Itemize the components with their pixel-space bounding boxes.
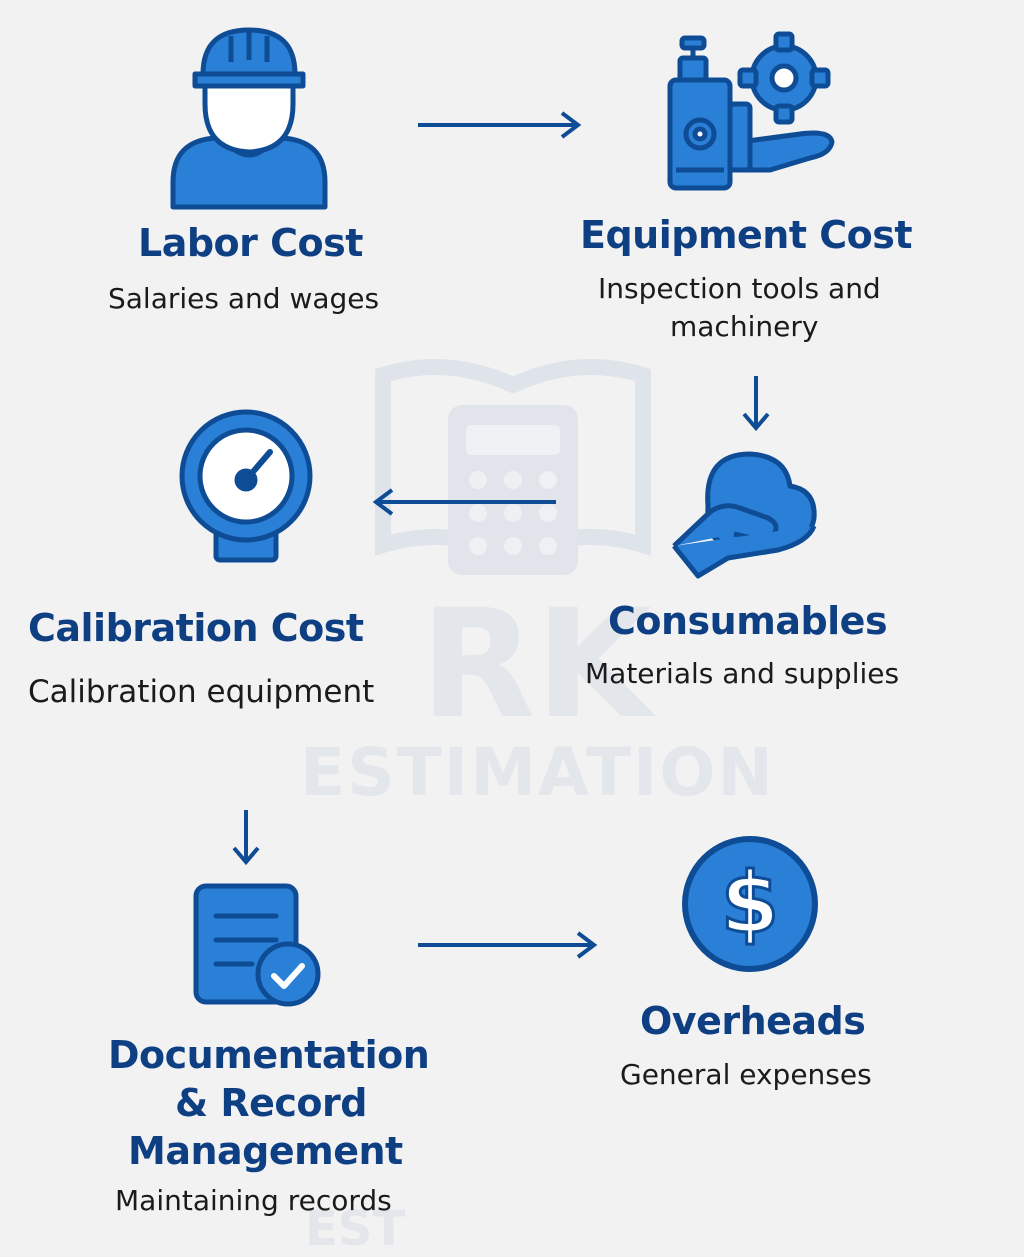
overheads-desc: General expenses bbox=[620, 1058, 872, 1091]
consumables-title: Consumables bbox=[608, 599, 888, 643]
consumables-desc: Materials and supplies bbox=[585, 657, 900, 690]
document-check-icon bbox=[193, 883, 321, 1007]
documentation-title-line2: & Record bbox=[175, 1081, 367, 1125]
arrow-consumables-to-calibration bbox=[372, 488, 556, 516]
worker-hardhat-icon bbox=[170, 27, 328, 210]
arrow-documentation-to-overheads bbox=[418, 931, 598, 959]
watermark-estimation: ESTIMATION bbox=[300, 734, 775, 811]
calibration-cost-title: Calibration Cost bbox=[28, 606, 364, 650]
equipment-cost-desc-line1: Inspection tools and bbox=[598, 272, 881, 305]
labor-cost-title: Labor Cost bbox=[138, 221, 363, 265]
machine-gear-hand-icon bbox=[667, 31, 835, 191]
pressure-gauge-icon bbox=[179, 409, 313, 563]
calibration-cost-desc: Calibration equipment bbox=[28, 674, 375, 710]
equipment-cost-desc-line2: machinery bbox=[670, 310, 819, 343]
dollar-coin-icon: $ bbox=[682, 836, 818, 972]
equipment-cost-title: Equipment Cost bbox=[580, 213, 913, 257]
arrow-calibration-to-documentation bbox=[232, 810, 260, 866]
documentation-desc: Maintaining records bbox=[115, 1184, 392, 1217]
documentation-title-line3: Management bbox=[128, 1129, 403, 1173]
watermark-book-calculator-icon bbox=[375, 359, 651, 575]
arrow-labor-to-equipment bbox=[418, 111, 582, 139]
documentation-title-line1: Documentation bbox=[108, 1033, 430, 1077]
arrow-equipment-to-consumables bbox=[742, 376, 770, 432]
labor-cost-desc: Salaries and wages bbox=[108, 282, 380, 315]
overheads-title: Overheads bbox=[640, 999, 866, 1043]
svg-text:$: $ bbox=[721, 854, 779, 952]
hand-holding-materials-icon bbox=[672, 451, 817, 579]
